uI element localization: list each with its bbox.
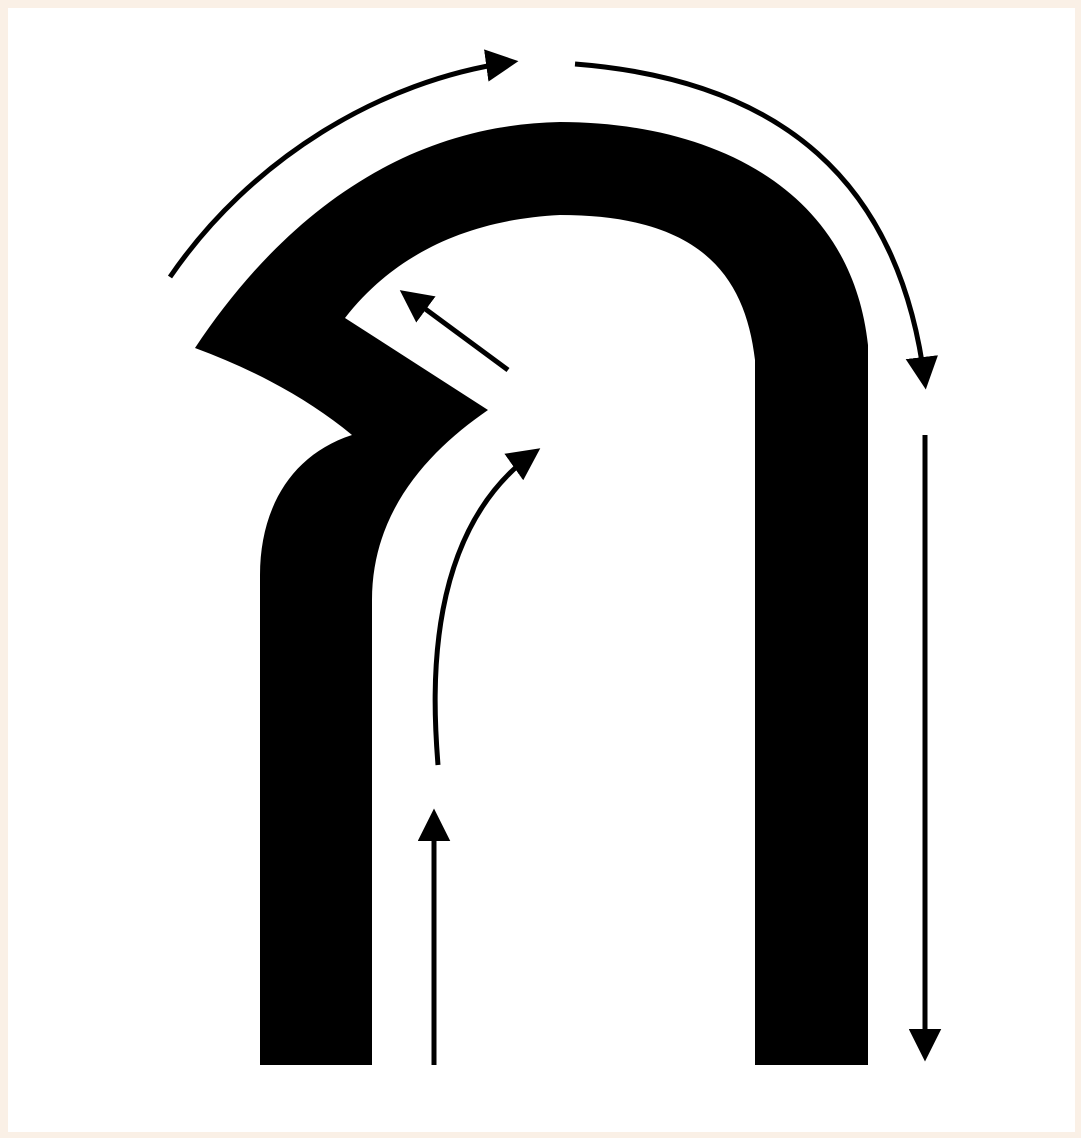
arrow-diagonal-up-left bbox=[405, 294, 508, 370]
glyph-shape bbox=[195, 122, 868, 1065]
arrow-curve-up-right bbox=[435, 452, 535, 765]
